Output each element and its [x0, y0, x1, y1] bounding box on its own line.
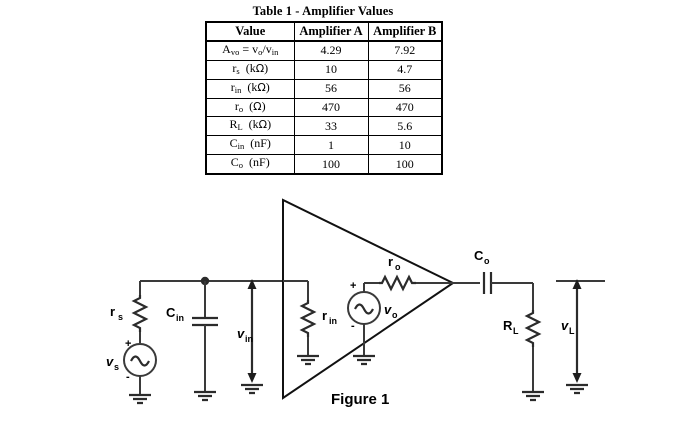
table-title: Table 1 - Amplifier Values	[252, 4, 394, 18]
value-cell-amplifier-b: 100	[367, 154, 443, 175]
value-cell-amplifier-b: 10	[367, 135, 443, 156]
column-header-amplifier-a: Amplifier A	[293, 21, 369, 42]
ro-label-sub: o	[395, 262, 401, 272]
value-cell-amplifier-b: 7.92	[367, 40, 443, 61]
cin-label-sub: in	[176, 313, 184, 323]
circuit-diagram: + - r s v s C in v in r in + - v o r o C…	[0, 180, 674, 425]
ground-symbol-vl	[566, 383, 588, 395]
vo-minus-sign: -	[351, 320, 355, 332]
vl-arrow-head-up	[572, 279, 582, 289]
vs-minus-sign: -	[126, 371, 130, 383]
ground-symbol-rin	[297, 354, 319, 366]
vs-sine-glyph	[130, 355, 150, 367]
vin-label: v	[237, 326, 245, 341]
value-cell-amplifier-b: 56	[367, 78, 443, 99]
rl-label-sub: L	[513, 326, 519, 336]
value-cell-amplifier-a: 56	[293, 78, 369, 99]
rl-label: R	[503, 318, 513, 333]
row-label-cell: rs (kΩ)	[205, 59, 295, 80]
value-cell-amplifier-b: 4.7	[367, 59, 443, 80]
value-cell-amplifier-a: 100	[293, 154, 369, 175]
rs-label-sub: s	[118, 312, 123, 322]
rs-resistor	[131, 295, 149, 332]
row-label-cell: ro (Ω)	[205, 97, 295, 118]
vl-label-sub: L	[569, 326, 575, 336]
vo-label: v	[384, 302, 392, 317]
co-label-sub: o	[484, 256, 490, 266]
amplifier-values-table: Value Amplifier A Amplifier B Avo = vo/v…	[205, 21, 443, 176]
ro-resistor	[379, 274, 416, 292]
ro-label: r	[388, 254, 393, 269]
ground-symbol-vin	[241, 383, 263, 395]
co-label: C	[474, 248, 484, 263]
vin-label-sub: in	[245, 334, 253, 344]
column-header-value: Value	[205, 21, 295, 42]
vl-arrow-head-down	[572, 373, 582, 383]
table-header-row: Value Amplifier A Amplifier B	[205, 21, 443, 42]
rin-resistor	[299, 300, 317, 337]
rl-resistor	[524, 310, 542, 347]
vo-label-sub: o	[392, 310, 398, 320]
amplifier-values-table-block: Table 1 - Amplifier Values Value Amplifi…	[205, 4, 443, 176]
value-cell-amplifier-a: 4.29	[293, 40, 369, 61]
value-cell-amplifier-a: 10	[293, 59, 369, 80]
vs-plus-sign: +	[125, 338, 131, 350]
value-cell-amplifier-b: 5.6	[367, 116, 443, 137]
row-label-cell: Co (nF)	[205, 154, 295, 175]
value-cell-amplifier-a: 470	[293, 97, 369, 118]
ground-symbol-vo	[353, 354, 375, 366]
rs-label: r	[110, 304, 115, 319]
ground-symbol-vs	[129, 393, 151, 405]
row-label-cell: Avo = vo/vin	[205, 40, 295, 61]
rin-label-sub: in	[329, 316, 337, 326]
value-cell-amplifier-a: 33	[293, 116, 369, 137]
vo-sine-glyph	[354, 303, 374, 315]
rin-label: r	[322, 308, 327, 323]
vs-label: v	[106, 354, 114, 369]
value-cell-amplifier-a: 1	[293, 135, 369, 156]
ground-symbol-rl	[522, 390, 544, 402]
row-label-cell: rin (kΩ)	[205, 78, 295, 99]
cin-label: C	[166, 305, 176, 320]
amplifier-triangle	[282, 198, 455, 400]
vs-label-sub: s	[114, 362, 119, 372]
vl-label: v	[561, 318, 569, 333]
vin-arrow-head-up	[247, 279, 257, 289]
column-header-amplifier-b: Amplifier B	[367, 21, 443, 42]
row-label-cell: Cin (nF)	[205, 135, 295, 156]
figure-caption: Figure 1	[331, 391, 389, 408]
vo-plus-sign: +	[350, 280, 356, 292]
vin-arrow-head-down	[247, 373, 257, 383]
row-label-cell: RL (kΩ)	[205, 116, 295, 137]
value-cell-amplifier-b: 470	[367, 97, 443, 118]
ground-symbol-cin	[194, 390, 216, 402]
